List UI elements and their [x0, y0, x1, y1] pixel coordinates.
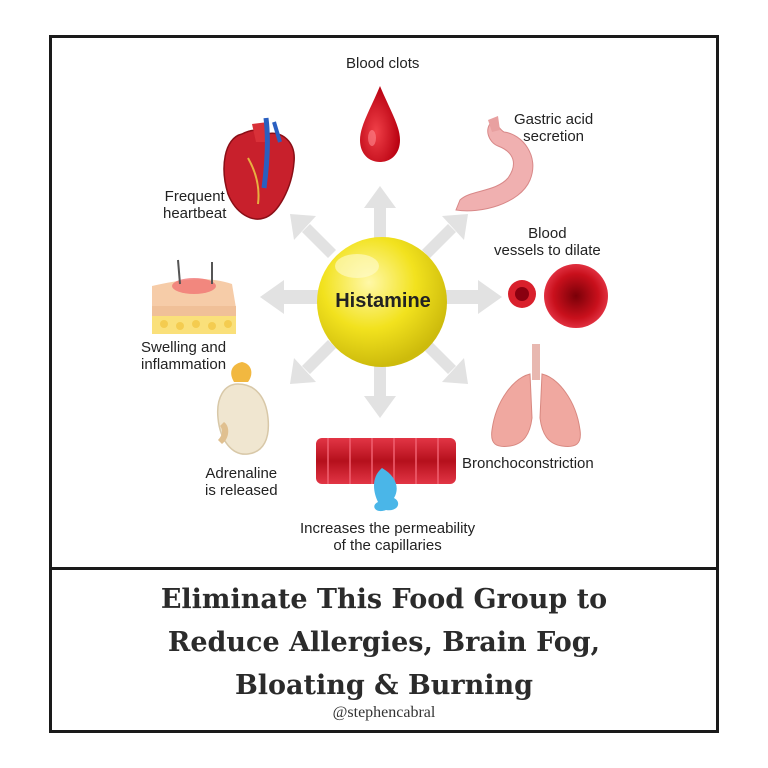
blood-drop-icon — [360, 86, 400, 162]
blood-vessels-icon — [508, 264, 608, 328]
arrow-right — [444, 280, 502, 314]
arrow-down — [364, 358, 396, 418]
image-frame — [49, 35, 719, 733]
label-blood-clots: Blood clots — [346, 55, 420, 72]
caption-title: Eliminate This Food Group to Reduce Alle… — [52, 578, 716, 707]
caption-line-1: Eliminate This Food Group to — [160, 584, 608, 615]
histamine-label: Histamine — [335, 290, 431, 312]
arrow-up-left — [290, 214, 336, 258]
heart-icon — [223, 117, 295, 220]
label-permeability: Increases the permeability of the capill… — [300, 520, 476, 554]
caption-line-3: Bloating & Burning — [234, 670, 534, 701]
arrow-up-right — [422, 214, 468, 258]
skin-swelling-icon — [152, 259, 236, 334]
capillary-icon — [316, 438, 456, 512]
label-adrenaline: Adrenaline is released — [205, 465, 278, 499]
label-blood-vessels: Blood vessels to dilate — [494, 225, 601, 259]
label-heartbeat: Frequent heartbeat — [163, 188, 227, 222]
arrow-down-left — [290, 340, 336, 384]
label-bronchoconstriction: Bronchoconstriction — [462, 455, 594, 472]
arrow-down-right — [422, 340, 468, 384]
lungs-icon — [491, 344, 581, 447]
caption-divider — [49, 567, 719, 570]
author-handle: @stephencabral — [332, 704, 436, 721]
adrenal-gland-icon — [216, 362, 270, 455]
histamine-diagram — [152, 86, 608, 512]
label-swelling: Swelling and inflammation — [141, 339, 227, 373]
stomach-icon — [455, 116, 534, 212]
caption-line-2: Reduce Allergies, Brain Fog, — [167, 627, 601, 658]
arrow-left — [260, 280, 318, 314]
label-gastric-acid: Gastric acid secretion — [514, 111, 594, 145]
